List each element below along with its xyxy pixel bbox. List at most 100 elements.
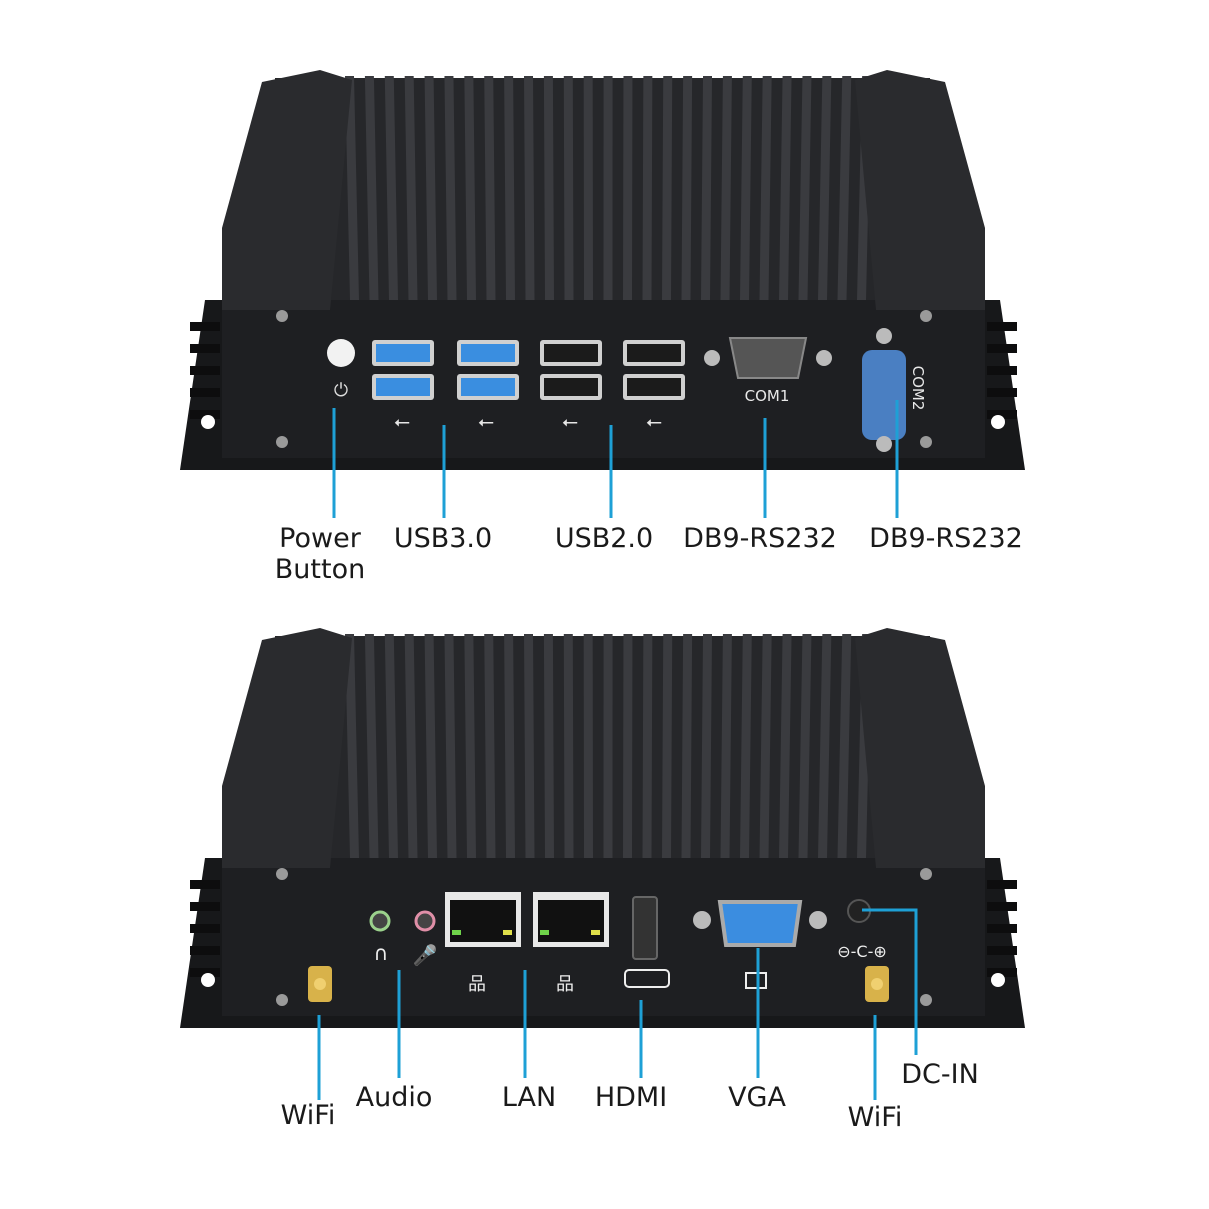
side-vent xyxy=(987,968,1017,977)
heatsink-fin xyxy=(384,76,398,300)
lan-led xyxy=(540,930,549,935)
side-vent xyxy=(987,924,1017,933)
heatsink-fin xyxy=(504,76,515,300)
callout-usb3: USB3.0 xyxy=(393,523,493,554)
lan-port-opening xyxy=(538,900,604,942)
heatsink-fin xyxy=(701,634,713,858)
heatsink-fin xyxy=(543,634,554,858)
heatsink-fin xyxy=(740,634,752,858)
usb-icon: ⭠ xyxy=(562,409,578,433)
lan-led xyxy=(452,930,461,935)
callout-audio: Audio xyxy=(355,1082,433,1113)
heatsink-fin xyxy=(720,76,732,300)
com1-db9-port xyxy=(728,337,808,379)
callout-vga: VGA xyxy=(728,1082,786,1113)
screw xyxy=(276,994,288,1006)
microphone-jack xyxy=(414,910,436,932)
side-vent xyxy=(190,946,220,955)
side-vent xyxy=(987,410,1017,419)
usb2-port-tongue xyxy=(544,378,598,396)
lan-led xyxy=(591,930,600,935)
screw xyxy=(276,436,288,448)
usb3-port-tongue xyxy=(376,378,430,396)
heatsink-fin xyxy=(642,76,653,300)
left-side-ridge xyxy=(222,628,352,868)
heatsink-fin xyxy=(818,76,832,300)
com2-printed-label: COM2 xyxy=(909,366,927,411)
heatsink-fin xyxy=(759,634,772,858)
microphone-icon: 🎤 xyxy=(413,943,438,967)
callout-com1: DB9-RS232 xyxy=(683,523,837,554)
usb2-port-tongue xyxy=(544,344,598,362)
mount-hole xyxy=(991,415,1005,429)
right-side-ridge xyxy=(855,628,985,868)
heatsink-fin xyxy=(720,634,732,858)
side-vent xyxy=(190,902,220,911)
heatsink-fin xyxy=(563,76,574,300)
heatsink-fin xyxy=(384,634,398,858)
wifi-connector-pin xyxy=(871,978,883,990)
heatsink-fin xyxy=(404,634,418,858)
com1-printed-label: COM1 xyxy=(745,387,790,405)
heatsink-fin xyxy=(364,634,379,858)
screw xyxy=(920,868,932,880)
heatsink-fin xyxy=(603,634,613,858)
mount-hole xyxy=(201,973,215,987)
heatsink-fin xyxy=(583,634,593,858)
side-vent xyxy=(987,902,1017,911)
usb-icon: ⭠ xyxy=(646,409,662,433)
side-vent xyxy=(190,410,220,419)
heatsink-fin xyxy=(364,76,379,300)
power-button xyxy=(327,339,355,367)
heatsink-fin xyxy=(701,76,713,300)
com2-screw xyxy=(876,328,892,344)
power-icon: ⏻ xyxy=(334,380,348,401)
wifi-connector-pin xyxy=(314,978,326,990)
side-vent xyxy=(987,366,1017,375)
screw xyxy=(920,310,932,322)
callout-com2: DB9-RS232 xyxy=(869,523,1023,554)
heatsink-fin xyxy=(642,634,653,858)
dc-polarity-icon: ⊖-C-⊕ xyxy=(837,942,887,961)
com2-db9-port xyxy=(862,350,906,440)
screw xyxy=(920,436,932,448)
heatsink-fin xyxy=(484,634,496,858)
heatsink-fin xyxy=(424,76,437,300)
vga-screw xyxy=(693,911,711,929)
callout-wifi-right: WiFi xyxy=(847,1102,903,1133)
vga-port xyxy=(717,900,803,947)
heatsink-fin xyxy=(504,634,515,858)
heatsink-fin xyxy=(681,76,693,300)
heatsink-fin xyxy=(484,76,496,300)
side-vent xyxy=(190,924,220,933)
heatsink-fin xyxy=(524,634,535,858)
hdmi-icon xyxy=(624,969,670,988)
callout-lan: LAN xyxy=(501,1082,557,1113)
ports-layer: ⏻⭠⭠⭠⭠∩🎤品品⊖-C-⊕ xyxy=(308,328,906,1002)
network-icon: 品 xyxy=(556,974,574,995)
headphone-icon: ∩ xyxy=(374,941,389,965)
mount-hole xyxy=(201,415,215,429)
heatsink-fin xyxy=(837,76,852,300)
heatsink-fin xyxy=(583,76,593,300)
left-side-ridge xyxy=(222,70,352,310)
callout-line-dc-in xyxy=(862,908,918,1055)
heatsink-fin xyxy=(464,634,476,858)
heatsink-fin xyxy=(740,76,752,300)
heatsink-fin xyxy=(662,634,673,858)
device-rear-view-top xyxy=(180,70,1025,470)
network-icon: 品 xyxy=(468,974,486,995)
side-vent xyxy=(190,366,220,375)
heatsink-fin xyxy=(464,76,476,300)
callout-lines xyxy=(317,400,918,1100)
front-panel xyxy=(222,300,985,458)
heatsink-fin xyxy=(623,634,633,858)
heatsink-fin xyxy=(779,634,792,858)
side-vent xyxy=(987,388,1017,397)
callout-dc-in: DC-IN xyxy=(901,1059,979,1090)
callout-usb2: USB2.0 xyxy=(554,523,654,554)
screw xyxy=(276,868,288,880)
heatsink-fin xyxy=(424,634,437,858)
heatsink-fin xyxy=(818,634,832,858)
